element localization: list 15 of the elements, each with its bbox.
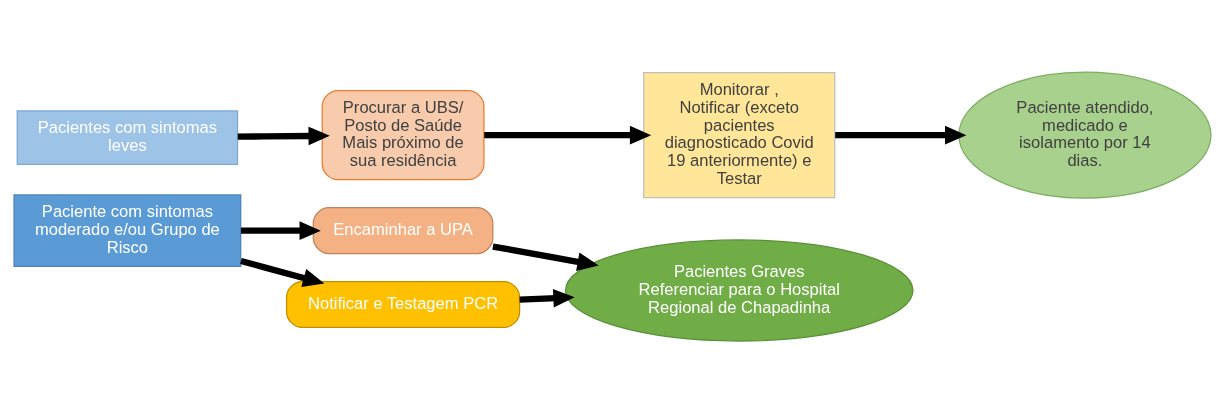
node-box: Paciente com sintomas moderado e/ou Grupo de Risco: [13, 193, 242, 267]
arrow: [240, 257, 325, 287]
node-box: Monitorar , Notificar (exceto pacientes diagnosticado Covid 19 anteriormente) e Testar: [643, 71, 836, 198]
node-ellipse: Pacientes Graves Referenciar para o Hospital Regional de Chapadinha: [564, 238, 914, 342]
node-ellipse: Paciente atendido, medicado e isolamento por 14 dias.: [958, 70, 1212, 199]
arrow: [240, 220, 321, 240]
node-box: Pacientes com sintomas leves: [16, 109, 239, 165]
arrow: [519, 288, 575, 308]
arrow: [484, 125, 652, 144]
node-box: Notificar e Testagem PCR: [285, 280, 521, 328]
arrow: [492, 242, 599, 271]
node-box: Encaminhar a UPA: [312, 206, 494, 254]
node-box: Procurar a UBS/ Posto de Saúde Mais próximo de sua residência: [321, 89, 485, 180]
arrow: [237, 126, 330, 145]
arrow: [835, 125, 967, 144]
